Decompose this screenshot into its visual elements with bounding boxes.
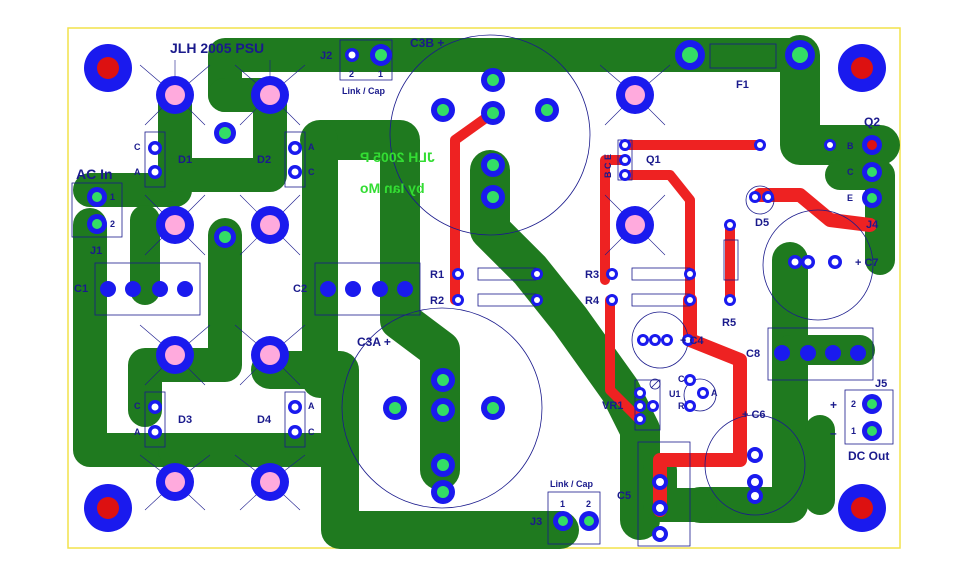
q2-c-label: C — [847, 167, 854, 177]
c4-label: + C4 — [680, 335, 704, 347]
r4-label: R4 — [585, 295, 600, 307]
d2-c-label: C — [308, 167, 315, 177]
silkscreen — [71, 34, 894, 547]
d3-c-label: C — [134, 401, 141, 411]
d3-a-label: A — [134, 427, 141, 437]
dc-out-label: DC Out — [848, 449, 890, 463]
q2-label: Q2 — [864, 115, 881, 129]
c2-label: C2 — [293, 283, 308, 295]
d4-c-label: C — [308, 427, 315, 437]
r2-label: R2 — [430, 295, 445, 307]
j3-pin2-label: 2 — [586, 499, 592, 509]
r1-label: R1 — [430, 269, 445, 281]
j2-pin2-label: 2 — [349, 69, 355, 79]
d2-label: D2 — [257, 154, 272, 166]
mirrored-text-line2: by Ian Mo — [360, 180, 425, 196]
u1-label: U1 — [669, 389, 681, 399]
j5-pin2-label: 2 — [851, 399, 857, 409]
small-pads — [100, 48, 866, 542]
j4-label: J4 — [866, 219, 879, 231]
q2-b-label: B — [847, 141, 854, 151]
trimpot-symbol — [649, 378, 661, 390]
c7-label: + C7 — [855, 257, 879, 269]
j5-pin1-label: 1 — [851, 426, 857, 436]
j3-label: J3 — [530, 516, 543, 528]
c1-label: C1 — [74, 283, 89, 295]
c5-label: C5 — [617, 490, 632, 502]
j2-label: J2 — [320, 50, 333, 62]
d2-a-label: A — [308, 142, 315, 152]
mounting-holes — [84, 44, 886, 532]
d1-a-label: A — [134, 167, 141, 177]
d5-label: D5 — [755, 217, 770, 229]
u1-c-label: C — [678, 374, 685, 384]
d4-label: D4 — [257, 414, 272, 426]
r5-label: R5 — [722, 317, 737, 329]
link-cap-top-label: Link / Cap — [342, 86, 386, 96]
c6-label: + C6 — [742, 409, 766, 421]
j5-label: J5 — [875, 378, 888, 390]
trimpot-wiper — [650, 379, 660, 389]
board-title: JLH 2005 PSU — [170, 40, 265, 56]
copper-green — [73, 35, 900, 549]
capacitor-pads — [214, 40, 815, 504]
q1-label: Q1 — [646, 154, 661, 166]
j2-pin1-label: 1 — [378, 69, 384, 79]
d1-label: D1 — [178, 154, 193, 166]
diode-pads-large — [156, 76, 654, 501]
d4-a-label: A — [308, 401, 315, 411]
link-cap-bottom-label: Link / Cap — [550, 479, 594, 489]
u1-a-label: A — [711, 388, 718, 398]
j3-pin1-label: 1 — [560, 499, 566, 509]
q1-pins-label: B C E — [603, 153, 613, 178]
d3-label: D3 — [178, 414, 193, 426]
j1-label: J1 — [90, 245, 103, 257]
ac-in-label: AC In — [76, 166, 113, 182]
j1-pin1-label: 1 — [110, 192, 116, 202]
r3-label: R3 — [585, 269, 600, 281]
j5-minus-label: – — [830, 426, 837, 440]
vr1-label: VR1 — [602, 400, 624, 412]
d1-c-label: C — [134, 142, 141, 152]
c8-label: C8 — [746, 348, 761, 360]
connector-pads — [87, 135, 882, 531]
f1-label: F1 — [736, 79, 749, 91]
c3b-label: C3B + — [410, 36, 445, 50]
c3a-label: C3A + — [357, 335, 391, 349]
u1-r-label: R — [678, 401, 685, 411]
j1-pin2-label: 2 — [110, 219, 116, 229]
j5-plus-label: + — [830, 398, 838, 412]
mirrored-text-line1: JLH 2005 P — [360, 149, 435, 165]
q2-e-label: E — [847, 193, 854, 203]
